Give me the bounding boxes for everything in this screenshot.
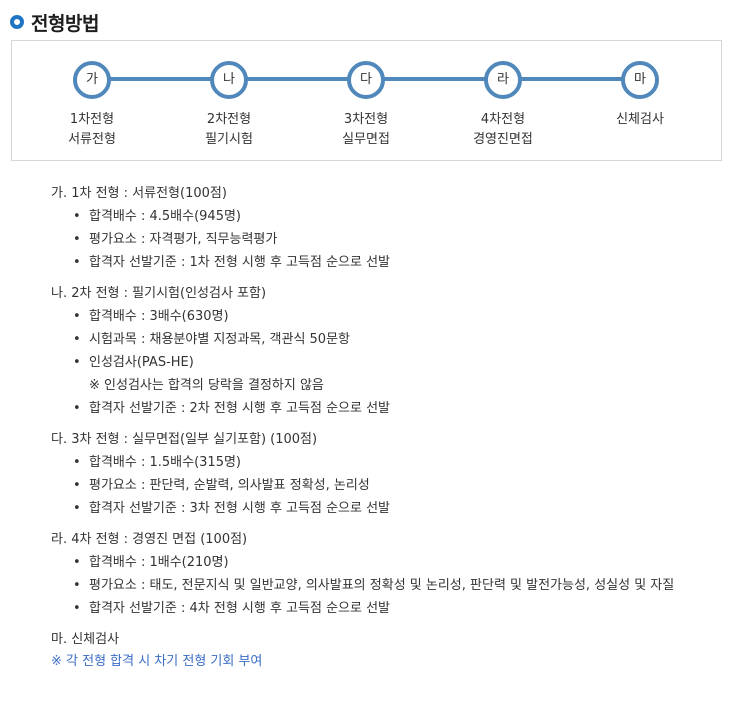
bullet-icon: • bbox=[73, 601, 81, 616]
bullet-icon: • bbox=[73, 478, 81, 493]
step-3: 다 3차전형 실무면접 bbox=[306, 61, 426, 150]
list-item: •평가요소 : 자격평가, 직무능력평가 bbox=[51, 228, 721, 251]
step-marker: 다 bbox=[347, 61, 385, 99]
bullet-icon: • bbox=[73, 401, 81, 416]
step-label: 4차전형 경영진면접 bbox=[473, 112, 533, 147]
step-label: 3차전형 실무면접 bbox=[342, 112, 390, 147]
bullet-icon: • bbox=[73, 309, 81, 324]
list-item: •합격배수 : 3배수(630명) bbox=[51, 305, 721, 328]
selection-details: 가. 1차 전형 : 서류전형(100점) •합격배수 : 4.5배수(945명… bbox=[51, 183, 721, 673]
footnote: ※ 각 전형 합격 시 차기 전형 기회 부여 bbox=[51, 654, 263, 669]
process-steps-panel: 가 1차전형 서류전형 나 2차전형 필기시험 다 3차전형 실무면접 라 4차… bbox=[11, 40, 722, 161]
step-marker: 마 bbox=[621, 61, 659, 99]
step-1: 가 1차전형 서류전형 bbox=[32, 61, 152, 150]
section-title: 마. 신체검사 bbox=[51, 632, 120, 647]
list-item: •시험과목 : 채용분야별 지정과목, 객관식 50문항 bbox=[51, 328, 721, 351]
step-marker: 라 bbox=[484, 61, 522, 99]
page-title: 전형방법 bbox=[31, 12, 99, 35]
bullet-icon: • bbox=[73, 255, 81, 270]
step-marker: 나 bbox=[210, 61, 248, 99]
section-title: 나. 2차 전형 : 필기시험(인성검사 포함) bbox=[51, 286, 267, 301]
bullet-icon: • bbox=[73, 232, 81, 247]
list-item: •인성검사(PAS-HE) bbox=[51, 351, 721, 374]
list-item: •평가요소 : 태도, 전문지식 및 일반교양, 의사발표의 정확성 및 논리성… bbox=[51, 574, 721, 597]
section-title: 다. 3차 전형 : 실무면접(일부 실기포함) (100점) bbox=[51, 432, 318, 447]
bullet-icon: • bbox=[73, 209, 81, 224]
list-item: •합격자 선발기준 : 2차 전형 시행 후 고득점 순으로 선발 bbox=[51, 397, 721, 420]
step-5: 마 신체검사 bbox=[580, 61, 700, 130]
bullet-icon: • bbox=[73, 578, 81, 593]
bullet-icon: • bbox=[73, 332, 81, 347]
item-list: •합격배수 : 1.5배수(315명) •평가요소 : 판단력, 순발력, 의사… bbox=[51, 451, 721, 520]
circle-bullet-icon bbox=[10, 15, 24, 29]
step-4: 라 4차전형 경영진면접 bbox=[443, 61, 563, 150]
personality-test-note: ※ 인성검사는 합격의 당락을 결정하지 않음 bbox=[89, 378, 324, 393]
section-title: 라. 4차 전형 : 경영진 면접 (100점) bbox=[51, 532, 248, 547]
section-stage-5: 마. 신체검사 ※ 각 전형 합격 시 차기 전형 기회 부여 bbox=[51, 629, 721, 673]
bullet-icon: • bbox=[73, 501, 81, 516]
list-item: •평가요소 : 판단력, 순발력, 의사발표 정확성, 논리성 bbox=[51, 474, 721, 497]
section-stage-2: 나. 2차 전형 : 필기시험(인성검사 포함) •합격배수 : 3배수(630… bbox=[51, 283, 721, 420]
list-item: •합격배수 : 4.5배수(945명) bbox=[51, 205, 721, 228]
item-list: •합격배수 : 4.5배수(945명) •평가요소 : 자격평가, 직무능력평가… bbox=[51, 205, 721, 274]
list-item: •합격배수 : 1.5배수(315명) bbox=[51, 451, 721, 474]
section-title: 가. 1차 전형 : 서류전형(100점) bbox=[51, 186, 227, 201]
list-item: •합격자 선발기준 : 3차 전형 시행 후 고득점 순으로 선발 bbox=[51, 497, 721, 520]
step-marker: 가 bbox=[73, 61, 111, 99]
item-list: •합격배수 : 3배수(630명) •시험과목 : 채용분야별 지정과목, 객관… bbox=[51, 305, 721, 374]
item-list: •합격배수 : 1배수(210명) •평가요소 : 태도, 전문지식 및 일반교… bbox=[51, 551, 721, 620]
bullet-icon: • bbox=[73, 555, 81, 570]
bullet-icon: • bbox=[73, 455, 81, 470]
section-stage-4: 라. 4차 전형 : 경영진 면접 (100점) •합격배수 : 1배수(210… bbox=[51, 529, 721, 620]
step-label: 2차전형 필기시험 bbox=[205, 112, 253, 147]
section-stage-1: 가. 1차 전형 : 서류전형(100점) •합격배수 : 4.5배수(945명… bbox=[51, 183, 721, 274]
list-item: •합격배수 : 1배수(210명) bbox=[51, 551, 721, 574]
bullet-icon: • bbox=[73, 355, 81, 370]
section-stage-3: 다. 3차 전형 : 실무면접(일부 실기포함) (100점) •합격배수 : … bbox=[51, 429, 721, 520]
step-2: 나 2차전형 필기시험 bbox=[169, 61, 289, 150]
list-item: •합격자 선발기준 : 4차 전형 시행 후 고득점 순으로 선발 bbox=[51, 597, 721, 620]
list-item: •합격자 선발기준 : 1차 전형 시행 후 고득점 순으로 선발 bbox=[51, 251, 721, 274]
item-list: •합격자 선발기준 : 2차 전형 시행 후 고득점 순으로 선발 bbox=[51, 397, 721, 420]
section-heading: 전형방법 bbox=[10, 8, 99, 36]
step-label: 1차전형 서류전형 bbox=[68, 112, 116, 147]
step-label: 신체검사 bbox=[616, 112, 664, 127]
